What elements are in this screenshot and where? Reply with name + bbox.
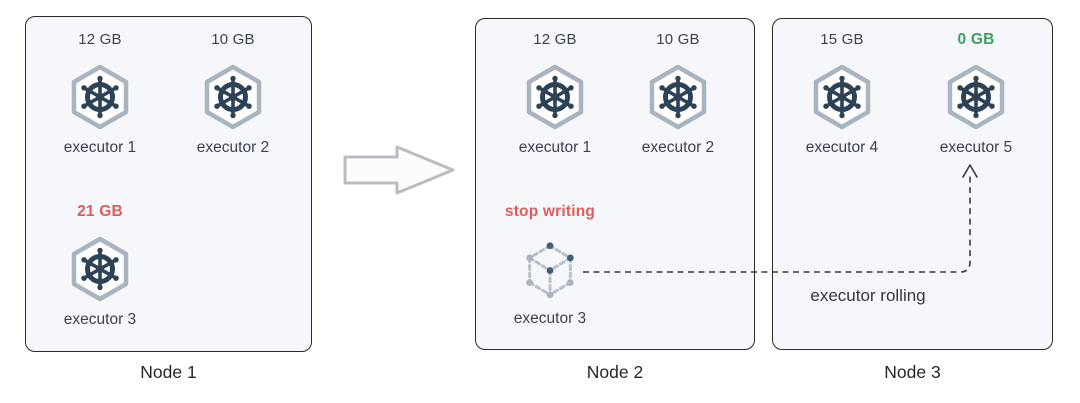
executor-cell: 0 GB executor 5: [911, 30, 1041, 157]
memory-label-green: 0 GB: [957, 31, 995, 48]
executor-wheel-icon: [203, 64, 263, 130]
executor-name: executor 3: [513, 310, 587, 327]
executor-name: executor 2: [641, 139, 715, 156]
executor-wheel-icon: [648, 64, 708, 130]
executor-name: executor 2: [196, 139, 270, 156]
memory-label-red: 21 GB: [77, 203, 123, 220]
memory-label: 12 GB: [533, 31, 577, 48]
block-arrow-right-icon: [343, 145, 455, 195]
executor-name: executor 3: [63, 311, 137, 328]
executor-wheel-icon: [70, 64, 130, 130]
executor-name: executor 5: [939, 139, 1013, 156]
memory-label: 10 GB: [211, 31, 255, 48]
executor-cell: 12 GB executor 1: [35, 30, 165, 157]
executor-cell: 10 GB executor 2: [168, 30, 298, 157]
rolling-label: executor rolling: [810, 286, 926, 305]
node-1-box: [25, 16, 312, 352]
executor-cell-decommissioning: stop writing executor 3: [485, 202, 615, 328]
memory-label: 15 GB: [820, 31, 864, 48]
executor-cell: 15 GB executor 4: [777, 30, 907, 157]
memory-label: 12 GB: [78, 31, 122, 48]
executor-wheel-icon: [525, 64, 585, 130]
dashed-cube-icon: [524, 240, 576, 300]
node-3-label: Node 3: [884, 362, 941, 382]
executor-name: executor 1: [63, 139, 137, 156]
executor-wheel-icon: [946, 64, 1006, 130]
node-2-label: Node 2: [586, 362, 644, 382]
executor-wheel-icon: [70, 236, 130, 302]
executor-name: executor 1: [518, 139, 592, 156]
stop-writing-label: stop writing: [504, 203, 596, 220]
node-1-label: Node 1: [140, 362, 197, 382]
memory-label: 10 GB: [656, 31, 700, 48]
executor-cell: 10 GB executor 2: [613, 30, 743, 157]
executor-cell: 12 GB executor 1: [490, 30, 620, 157]
executor-name: executor 4: [805, 139, 879, 156]
executor-cell: 21 GB executor 3: [35, 202, 165, 329]
executor-wheel-icon: [812, 64, 872, 130]
